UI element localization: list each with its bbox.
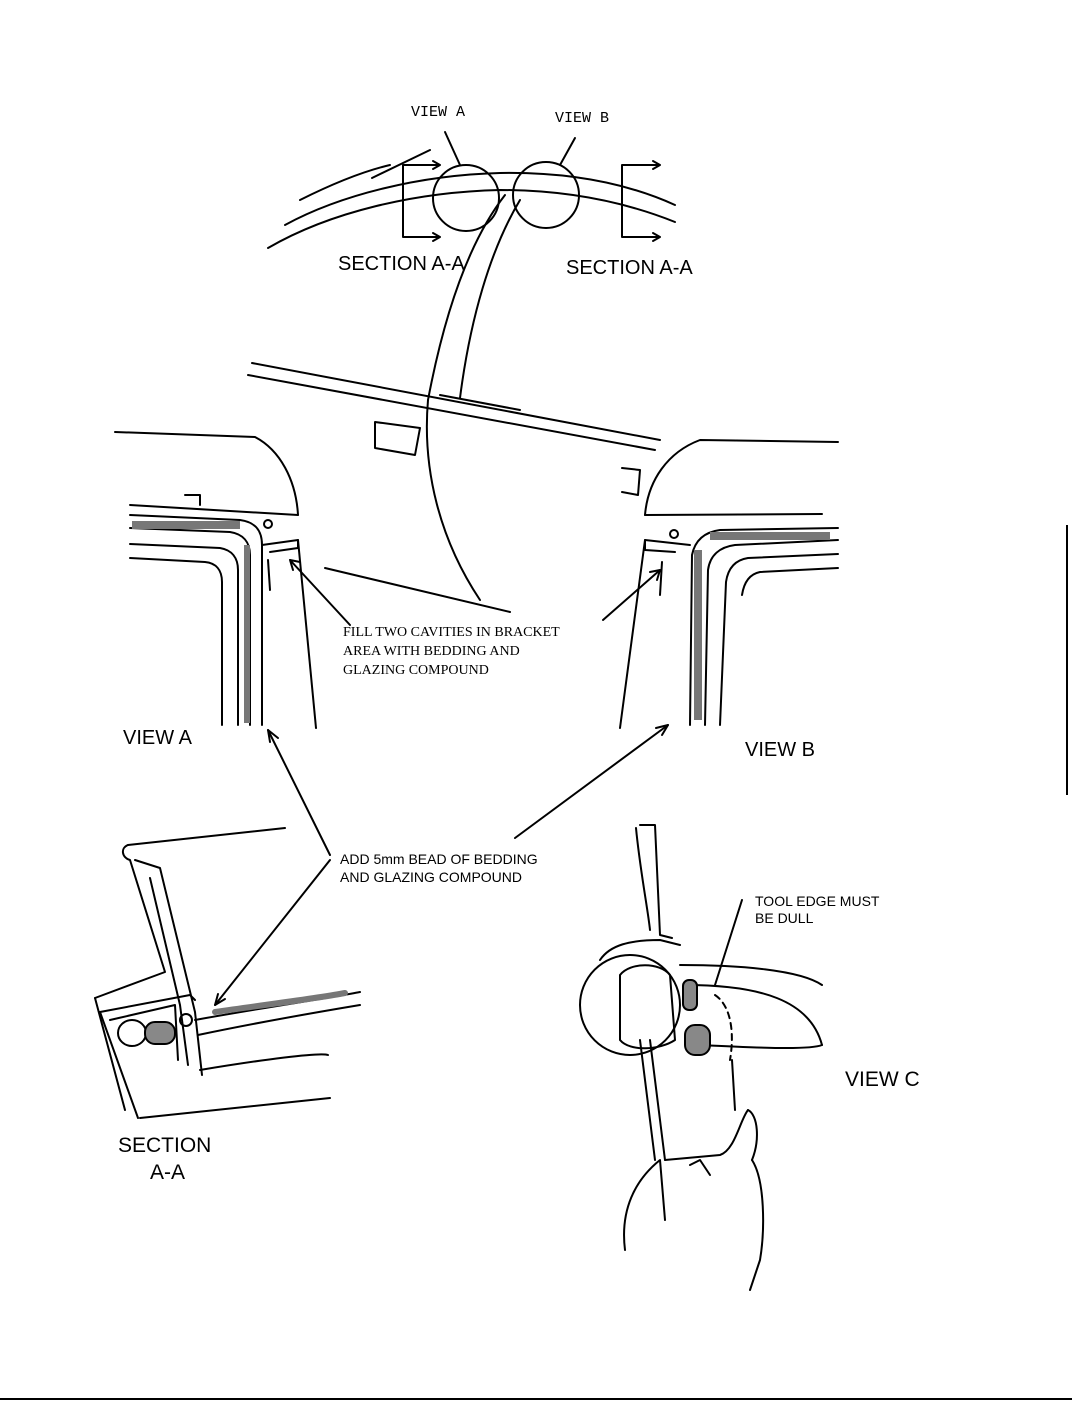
fill-cavities-line-3: GLAZING COMPOUND [343,663,489,678]
view-b-label: VIEW B [745,739,816,761]
view-c-label: VIEW C [845,1068,920,1091]
bottom-rule [0,1398,1072,1400]
section-a-a-detail [94,827,361,1119]
add-bead-callout: ADD 5mm BEAD OF BEDDING AND GLAZING COMP… [340,850,538,886]
fill-cavities-line-1: FILL TWO CAVITIES IN BRACKET [343,625,560,640]
add-bead-line-1: ADD 5mm BEAD OF BEDDING [340,851,538,867]
view-a-detail [114,431,317,729]
add-bead-line-2: AND GLAZING COMPOUND [340,869,523,885]
view-b-detail [619,439,839,729]
fill-cavities-line-2: AREA WITH BEDDING AND [343,644,520,659]
section-right-label: SECTION A-A [566,257,693,279]
view-a-label: VIEW A [123,727,192,749]
roof-door-overview [247,131,676,601]
tool-edge-line-1: TOOL EDGE MUST [755,893,880,909]
section-left-label: SECTION A-A [338,253,465,275]
leader-lines [214,559,743,1006]
view-c-detail [579,824,823,1291]
section-bottom-line-2: A-A [150,1161,186,1184]
section-bottom-line-1: SECTION [118,1134,212,1157]
fill-cavities-callout: FILL TWO CAVITIES IN BRACKET AREA WITH B… [343,623,560,680]
tool-edge-line-2: BE DULL [755,910,814,926]
top-view-b-label: VIEW B [555,110,610,127]
right-edge-mark [1066,525,1068,795]
tool-edge-callout: TOOL EDGE MUST BE DULL [755,893,879,927]
top-view-a-label: VIEW A [411,104,466,121]
